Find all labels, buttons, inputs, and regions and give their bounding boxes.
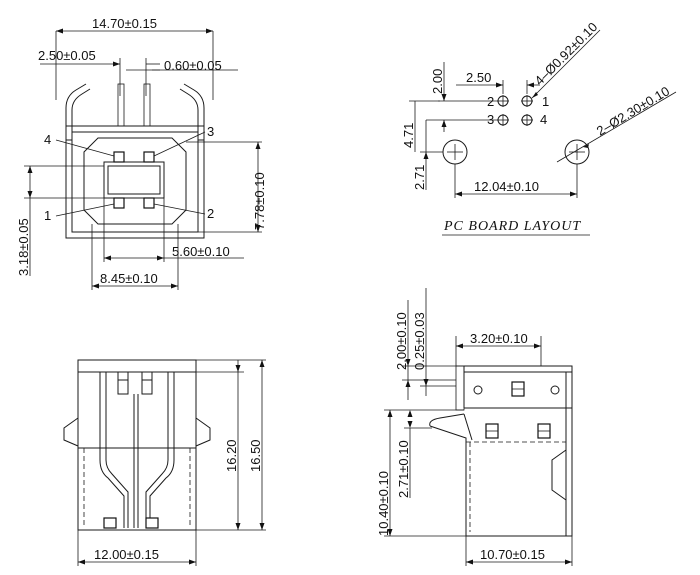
dim-pin-pitch: 2.50±0.05: [38, 48, 96, 63]
pin-label-3: 3: [207, 124, 214, 139]
side-view: 2.00±0.10 0.25±0.03 3.20±0.10 10.40±0.10…: [376, 288, 573, 566]
dim-side-10-40: 10.40±0.10: [376, 471, 391, 536]
dim-side-3-20: 3.20±0.10: [470, 331, 528, 346]
dim-pcb-2-71: 2.71: [412, 165, 427, 190]
dim-height: 7.78±0.10: [252, 172, 267, 230]
dim-offset: 3.18±0.05: [16, 218, 31, 276]
pin-label-2: 2: [207, 206, 214, 221]
dim-pcb-4-71: 4.71: [401, 123, 416, 148]
pcb-pin-label-4: 4: [540, 112, 547, 127]
top-view: 14.70±0.15 2.50±0.05 0.60±0.05: [16, 16, 267, 290]
dim-pin-thickness: 0.60±0.05: [164, 58, 222, 73]
pin-label-4: 4: [44, 132, 51, 147]
pcb-pin-label-2: 2: [487, 94, 494, 109]
dim-front-16-50: 16.50: [248, 439, 263, 472]
dim-pcb-row: 2.00: [430, 69, 445, 94]
dim-side-2-71: 2.71±0.10: [396, 440, 411, 498]
pcb-pin-label-1: 1: [542, 94, 549, 109]
dim-side-0-25: 0.25±0.03: [412, 312, 427, 370]
dim-big-hole: 2–Ø2.30±0.10: [594, 83, 672, 138]
dim-pcb-pitch: 2.50: [466, 70, 491, 85]
small-holes: [497, 95, 533, 126]
pin-label-1: 1: [44, 208, 51, 223]
dim-inner-width: 5.60±0.10: [172, 244, 230, 259]
dim-outer-width: 8.45±0.10: [100, 271, 158, 286]
pcb-pin-label-3: 3: [487, 112, 494, 127]
pcb-layout-title: PC BOARD LAYOUT: [443, 219, 581, 234]
front-view: 16.20 16.50 12.00±0.15: [63, 359, 266, 566]
dim-front-bottom: 12.00±0.15: [94, 547, 159, 562]
dim-overall-width: 14.70±0.15: [92, 16, 157, 31]
dim-side-2-00: 2.00±0.10: [394, 312, 409, 370]
dim-front-16-20: 16.20: [224, 439, 239, 472]
pcb-layout: 2 1 3 4 4–Ø0.92±0.10 2–Ø2.30±0.10 2.50 2…: [401, 19, 677, 236]
dim-pcb-span: 12.04±0.10: [474, 179, 539, 194]
dim-small-hole: 4–Ø0.92±0.10: [532, 19, 601, 88]
dim-side-bottom: 10.70±0.15: [480, 547, 545, 562]
